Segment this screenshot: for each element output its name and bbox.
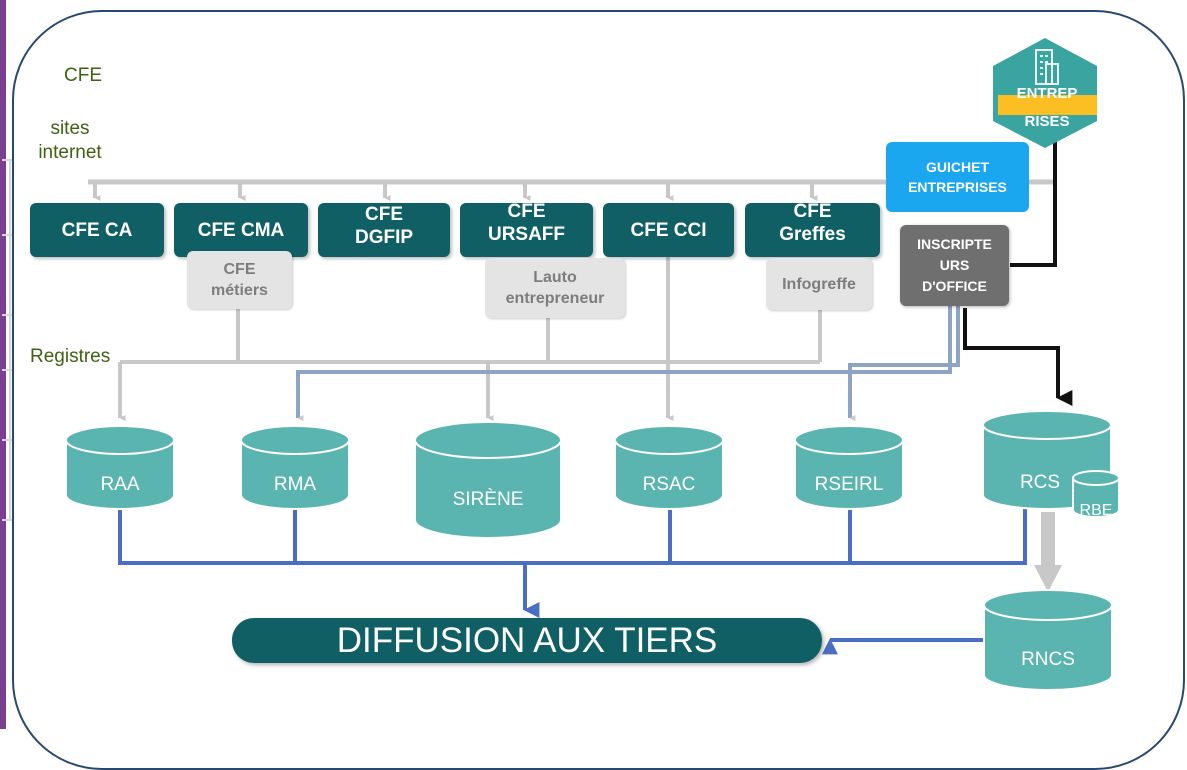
register-raa: RAA bbox=[100, 474, 139, 495]
guichet-entreprises-box[interactable]: GUICHET ENTREPRISES bbox=[886, 142, 1029, 212]
cfe-box-ca-label: CFE CA bbox=[61, 219, 133, 241]
cfe-box-ursaff[interactable]: CFE URSAFF bbox=[460, 201, 593, 257]
left-accent-strip bbox=[0, 0, 6, 729]
cfe-box-cci[interactable]: CFE CCI bbox=[603, 203, 734, 257]
rncs-cylinder bbox=[983, 589, 1113, 691]
sub-box-infogreffe[interactable]: Infogreffe bbox=[766, 258, 872, 310]
cfe-box-cma-label: CFE CMA bbox=[197, 219, 285, 241]
cfe-box-cci-label: CFE CCI bbox=[630, 219, 707, 241]
sub-box-cfe-metiers[interactable]: CFE métiers bbox=[187, 251, 292, 309]
diffusion-aux-tiers-box[interactable]: DIFFUSION AUX TIERS bbox=[232, 618, 822, 663]
building-icon bbox=[1035, 49, 1059, 85]
cfe-box-dgfip-label: CFE DGFIP bbox=[354, 204, 414, 248]
sub-box-cfe-metiers-label: CFE métiers bbox=[211, 261, 268, 299]
register-rma: RMA bbox=[274, 474, 317, 495]
raa-cylinder bbox=[65, 425, 175, 510]
cfe-box-greffes[interactable]: CFE Greffes bbox=[745, 201, 880, 257]
sub-box-infogreffe-label: Infogreffe bbox=[782, 275, 856, 293]
guichet-entreprises-label: GUICHET ENTREPRISES bbox=[908, 159, 1007, 195]
cfe-box-ursaff-label: CFE URSAFF bbox=[487, 201, 566, 245]
sirene-cylinder bbox=[414, 421, 562, 539]
left-bracket bbox=[2, 159, 12, 521]
entreprises-line2: RISES bbox=[1024, 113, 1069, 130]
connectors-layer: RAA RMA SIRÈNE RSAC RSEIRL RCS RBE RNCS … bbox=[2, 38, 1120, 691]
rma-cylinder bbox=[240, 425, 350, 510]
register-rsac: RSAC bbox=[643, 474, 696, 495]
rseirl-cylinder bbox=[794, 425, 904, 510]
rsac-cylinder bbox=[614, 425, 724, 510]
cfe-box-cma[interactable]: CFE CMA bbox=[174, 203, 308, 257]
register-rcs: RCS bbox=[1020, 472, 1060, 493]
register-sirene: SIRÈNE bbox=[453, 489, 524, 510]
cylinder-labels: RAA RMA SIRÈNE RSAC RSEIRL RCS RBE RNCS bbox=[100, 472, 1112, 670]
sub-box-lauto-entrepreneur-label: Lauto entrepreneur bbox=[505, 269, 605, 307]
inscripteurs-d-office-box[interactable]: INSCRIPTE URS D'OFFICE bbox=[900, 225, 1009, 306]
register-rbe: RBE bbox=[1080, 502, 1113, 519]
inscripteurs-d-office-label: INSCRIPTE URS D'OFFICE bbox=[917, 236, 992, 294]
rcs-to-rncs-arrow bbox=[1034, 512, 1062, 592]
diffusion-aux-tiers-label: DIFFUSION AUX TIERS bbox=[336, 620, 718, 660]
side-label-registres: Registres bbox=[30, 346, 111, 367]
entreprises-line1: ENTREP bbox=[1017, 85, 1078, 102]
side-label-sites-internet: sites internet bbox=[38, 118, 102, 163]
cfe-box-ca[interactable]: CFE CA bbox=[30, 203, 164, 257]
cfe-box-dgfip[interactable]: CFE DGFIP bbox=[318, 203, 450, 257]
register-rseirl: RSEIRL bbox=[815, 474, 884, 495]
cylinders bbox=[65, 410, 1120, 691]
black-arrows bbox=[963, 140, 1073, 406]
register-rncs: RNCS bbox=[1021, 649, 1075, 670]
entreprises-hexagon: ENTREP RISES bbox=[993, 38, 1097, 148]
cfe-box-greffes-label: CFE Greffes bbox=[779, 201, 846, 245]
inscripteurs-lines bbox=[296, 300, 960, 421]
side-label-cfe: CFE bbox=[64, 65, 102, 86]
blue-diffusion-lines bbox=[118, 505, 1027, 655]
sub-box-lauto-entrepreneur[interactable]: Lauto entrepreneur bbox=[485, 258, 625, 318]
rbe-cylinder bbox=[1072, 470, 1120, 518]
